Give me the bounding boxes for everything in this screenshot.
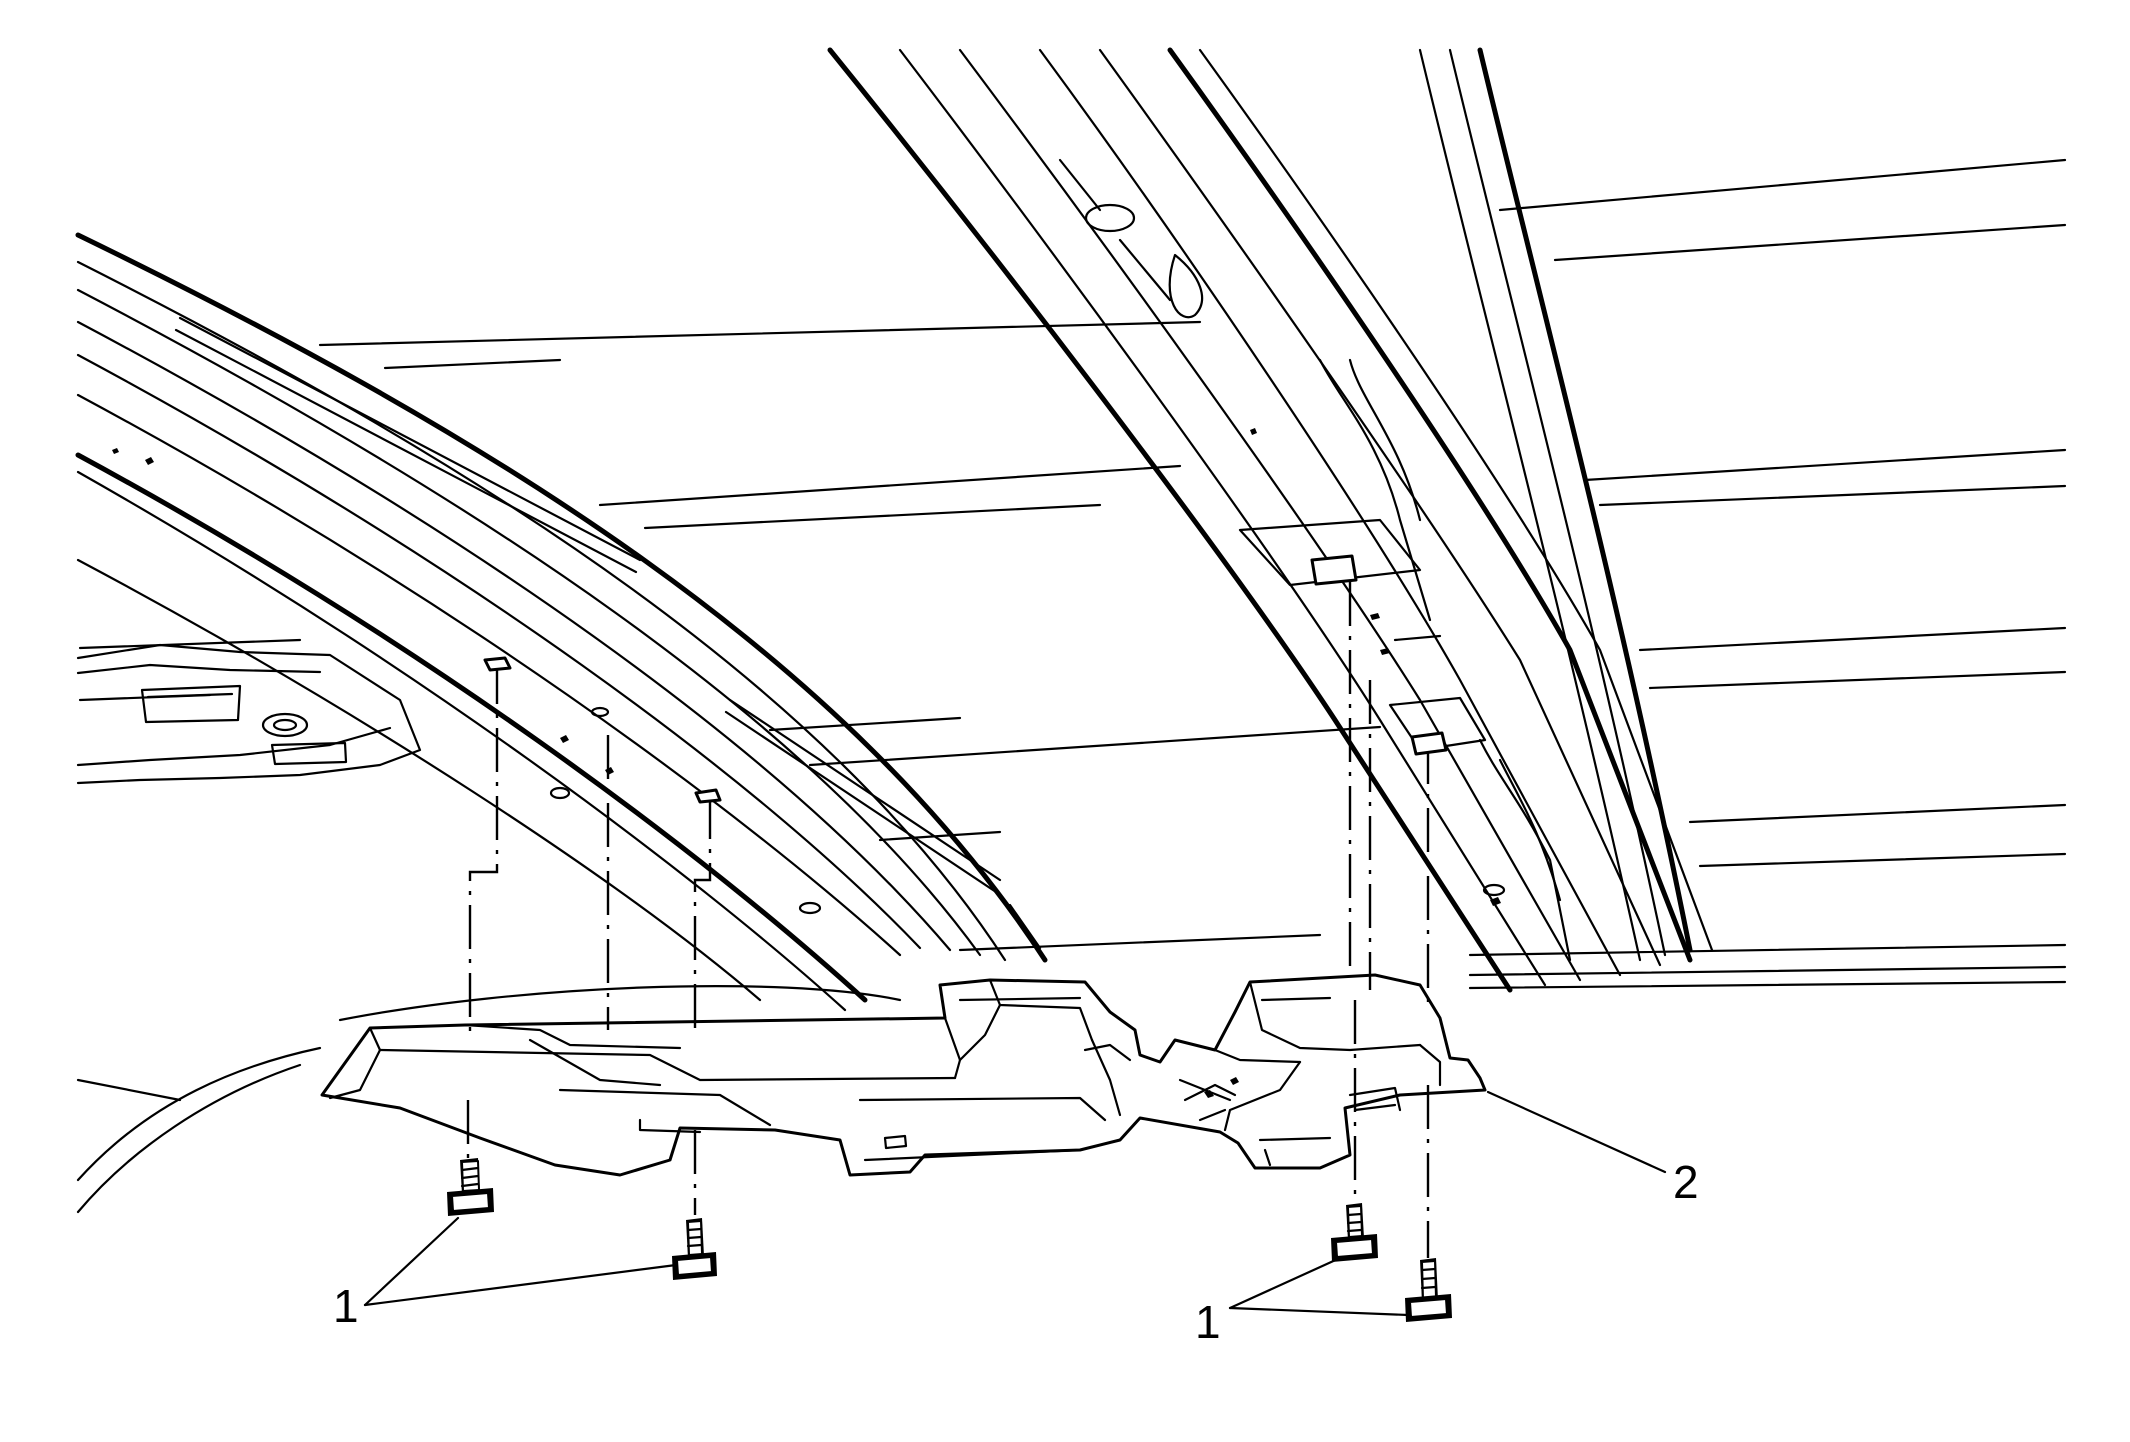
right-roof-rail: [827, 47, 1714, 993]
callout-label-fasteners-right: 1: [1195, 1296, 1221, 1348]
callout-leaders: [363, 1090, 1667, 1317]
dome-lamp-housing: [76, 643, 422, 785]
fastener-alignment-lines: [466, 582, 1430, 1258]
fastener-bolt-1: [447, 1158, 494, 1216]
fastener-bolt-2: [672, 1218, 717, 1280]
fastener-bolt-3: [1331, 1203, 1378, 1262]
callout-label-bracket: 2: [1673, 1156, 1699, 1208]
left-roof-rail: [75, 232, 1048, 1012]
fastener-bolt-4: [1405, 1258, 1452, 1322]
rail-attachment-marks: [483, 554, 1448, 804]
roof-panel: [76, 158, 2067, 1214]
roof-rail-bracket: [320, 973, 1487, 1177]
callout-label-fasteners-left: 1: [333, 1280, 359, 1332]
